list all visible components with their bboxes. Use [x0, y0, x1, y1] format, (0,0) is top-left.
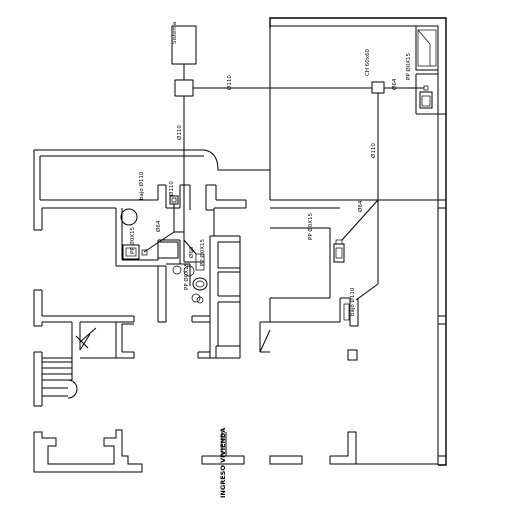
label-pp-left: PP Ø0X15 [129, 227, 136, 254]
label-bajo-right: bajo Ø110 [349, 287, 356, 316]
label-bajo-left: bajo Ø110 [138, 171, 145, 200]
label-sistema: Sistema [172, 22, 178, 44]
pipe-labels: Sistema Ø110 Ø110 Ø110 CH 60x60 Ø64 PP Ø… [129, 22, 412, 498]
label-entrada: INGRESO VIVIENDA [219, 428, 227, 498]
walls [33, 17, 447, 473]
pipe-runs [143, 64, 424, 301]
label-d64-top: Ø64 [391, 78, 398, 90]
shower-drain [120, 208, 138, 226]
bathtub-drain [122, 244, 140, 260]
label-d64-mid: Ø64 [155, 220, 162, 232]
top-right-sink [419, 91, 433, 109]
floor-drain-1 [169, 195, 179, 205]
label-ch: CH 60x60 [365, 49, 371, 76]
top-right-fixture [417, 29, 437, 67]
toilet-bowl [192, 277, 208, 291]
label-d110-left: Ø110 [176, 125, 183, 140]
label-d110-right: Ø110 [370, 143, 377, 158]
label-pp-sink: PP Ø0X15 [183, 263, 190, 290]
label-d60: Ø60 [188, 246, 195, 258]
label-pp-center: PP Ø0X15 [307, 213, 314, 240]
label-pp-mid: PP Ø0X15 [199, 239, 206, 266]
label-d110-top: Ø110 [226, 75, 233, 90]
kitchen-sink [333, 243, 345, 263]
label-pp-top: PP Ø0X15 [405, 53, 412, 80]
inspection-box-ch [371, 81, 385, 94]
inspection-box-top [174, 79, 194, 97]
label-d110-mid: Ø110 [168, 181, 175, 196]
toilet-tank [157, 241, 179, 259]
fixtures [120, 25, 437, 321]
label-d64-right: Ø64 [357, 200, 364, 212]
